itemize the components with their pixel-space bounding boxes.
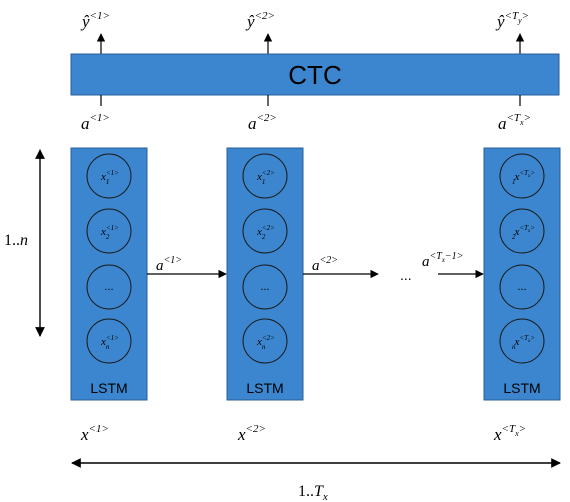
lstm2-unit-1 <box>242 153 288 199</box>
lstm1-unit-2 <box>86 208 132 254</box>
recurrent-ellipsis: ... <box>400 267 412 283</box>
lstm3-cell-ellipsis: ... <box>517 281 526 293</box>
output-y1-label: ŷ<1> <box>80 10 110 31</box>
lstm2-cell-4-label: x<2>n <box>256 334 275 351</box>
lstm1-unit-3 <box>86 264 132 310</box>
output-yT-label: ŷ<Ty> <box>495 10 529 31</box>
lstm1-cell-ellipsis: ... <box>104 281 113 293</box>
lstm2-unit-4 <box>242 318 288 364</box>
lstm2-cell-ellipsis: ... <box>260 281 269 293</box>
lstm1-cell-4-label: x<1>n <box>100 334 119 351</box>
lstm1-unit-1 <box>86 153 132 199</box>
lstm3-label: LSTM <box>503 380 540 396</box>
lstm-column-2: x<2>1 x<2>2 ... x<2>n LSTM <box>226 147 304 401</box>
lstm3-cell-2-label: x<Tx>2 <box>512 224 535 241</box>
lstm2-unit-2 <box>242 208 288 254</box>
lstm1-cell-1-label: x<1>1 <box>100 169 119 186</box>
lstm1-label: LSTM <box>90 380 127 396</box>
lstm-column-1: x<1>1 x<1>2 ... x<1>n LSTM <box>70 147 148 401</box>
lstm3-cell-1-label: x<Tx>1 <box>512 169 535 186</box>
lstm1-unit-4 <box>86 318 132 364</box>
lstm2-label: LSTM <box>246 380 283 396</box>
ctc-block <box>70 53 560 96</box>
input-x1-label: x<1> <box>80 423 109 444</box>
lstm3-unit-4 <box>499 318 545 364</box>
ctc-label: CTC <box>288 60 341 90</box>
lstm2-cell-1-label: x<2>1 <box>256 169 275 186</box>
lstm3-cell-4-label: x<Tx>n <box>512 334 535 351</box>
horizontal-axis-label: 1..Tx <box>298 483 328 502</box>
recurrent-a1-label: a<1> <box>156 255 182 274</box>
lstm3-unit-1 <box>499 153 545 199</box>
input-xT-label: x<Tx> <box>493 423 526 444</box>
recurrent-aT-label: a<Tx−1> <box>422 251 463 270</box>
lstm2-unit-3 <box>242 264 288 310</box>
lstm1-cell-2-label: x<1>2 <box>100 224 119 241</box>
lstm3-unit-2 <box>499 208 545 254</box>
activation-a2-label: a<2> <box>248 112 277 133</box>
activation-a1-label: a<1> <box>81 112 110 133</box>
lstm3-unit-3 <box>499 264 545 310</box>
lstm2-cell-2-label: x<2>2 <box>256 224 275 241</box>
activation-aT-label: a<Tx> <box>498 112 531 133</box>
lstm-column-3: x<Tx>1 x<Tx>2 ... x<Tx>n LSTM <box>483 147 561 401</box>
vertical-axis-label: 1..n <box>4 232 28 249</box>
output-y2-label: ŷ<2> <box>245 10 275 31</box>
input-x2-label: x<2> <box>237 423 266 444</box>
recurrent-a2-label: a<2> <box>312 255 338 274</box>
